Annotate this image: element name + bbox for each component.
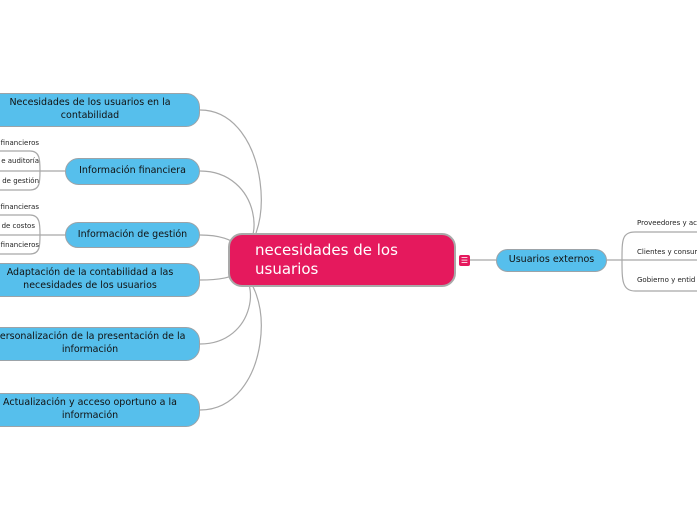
leaf[interactable]: Gobierno y entid bbox=[637, 276, 696, 284]
central-topic[interactable]: necesidades de los usuarios bbox=[228, 233, 456, 287]
leaf[interactable]: Proveedores y ac bbox=[637, 219, 697, 227]
node-adaptacion[interactable]: Adaptación de la contabilidad a las nece… bbox=[0, 263, 200, 297]
node-informacion-gestion[interactable]: Información de gestión bbox=[65, 222, 200, 248]
leaf[interactable]: financieras bbox=[0, 203, 40, 211]
node-label: Necesidades de los usuarios en la contab… bbox=[9, 97, 171, 121]
node-usuarios-externos[interactable]: Usuarios externos bbox=[496, 249, 607, 272]
node-label: Información financiera bbox=[79, 165, 186, 177]
leaf[interactable]: financieros bbox=[0, 139, 39, 147]
leaf[interactable]: financieros bbox=[0, 241, 39, 249]
central-topic-label: necesidades de los usuarios bbox=[255, 241, 398, 278]
leaf[interactable]: Clientes y consum bbox=[637, 248, 697, 256]
node-label: Actualización y acceso oportuno a la inf… bbox=[3, 397, 177, 421]
node-label: Personalización de la presentación de la… bbox=[0, 331, 186, 355]
node-label: Información de gestión bbox=[77, 228, 188, 240]
collapse-toggle-icon[interactable]: ☰ bbox=[459, 255, 470, 266]
node-actualizacion[interactable]: Actualización y acceso oportuno a la inf… bbox=[0, 393, 200, 427]
leaf[interactable]: de costos bbox=[1, 222, 35, 230]
node-informacion-financiera[interactable]: Información financiera bbox=[65, 158, 200, 185]
node-personalizacion[interactable]: Personalización de la presentación de la… bbox=[0, 327, 200, 361]
leaf[interactable]: e auditoría bbox=[1, 157, 39, 165]
node-label: Usuarios externos bbox=[508, 254, 595, 266]
node-necesidades-usuarios[interactable]: Necesidades de los usuarios en la contab… bbox=[0, 93, 200, 127]
node-label: Adaptación de la contabilidad a las nece… bbox=[6, 267, 174, 291]
leaf[interactable]: de gestión bbox=[2, 177, 39, 185]
